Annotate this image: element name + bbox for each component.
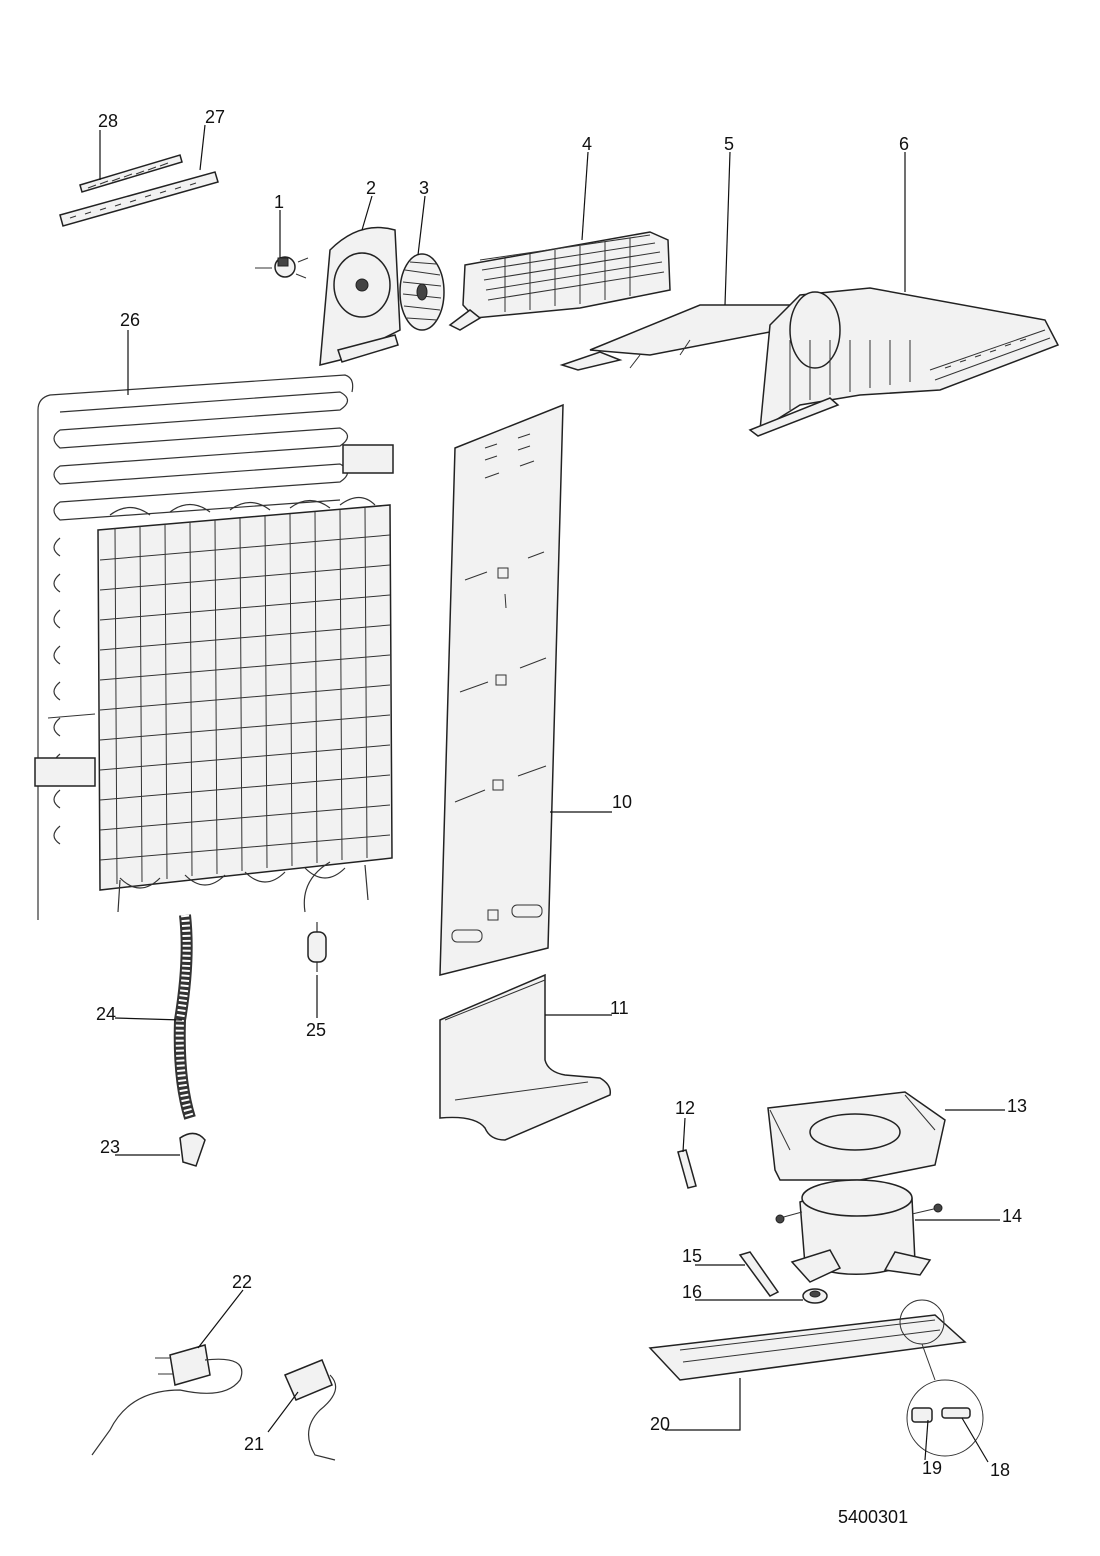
air-duct-tray-icon xyxy=(748,287,1060,437)
callout-10: 10 xyxy=(612,792,632,812)
callout-25: 25 xyxy=(306,1020,326,1040)
callout-6: 6 xyxy=(899,134,909,154)
compressor-icon xyxy=(775,1179,943,1283)
callout-12: 12 xyxy=(675,1098,695,1118)
drain-hose-icon xyxy=(173,914,196,1120)
leader-lines xyxy=(99,124,1005,1463)
callout-13: 13 xyxy=(1007,1096,1027,1116)
clip-icon xyxy=(738,1251,780,1297)
callout-14: 14 xyxy=(1002,1206,1022,1226)
back-panel-icon xyxy=(439,403,564,976)
callout-24: 24 xyxy=(96,1004,116,1024)
callout-1: 1 xyxy=(274,192,284,212)
pin-icon xyxy=(677,1149,697,1189)
drain-cap-icon xyxy=(179,1132,206,1167)
condenser-icon xyxy=(34,374,394,920)
fan-housing-icon xyxy=(319,226,401,366)
heater-strip-icon xyxy=(79,154,183,193)
callout-26: 26 xyxy=(120,310,140,330)
fan-blade-icon xyxy=(399,253,445,331)
callout-19: 19 xyxy=(922,1458,942,1478)
bushing-icon xyxy=(911,1407,933,1423)
callout-4: 4 xyxy=(582,134,592,154)
callout-labels: 1 2 3 4 5 6 10 11 12 13 14 15 16 18 19 2… xyxy=(96,107,1027,1527)
callout-2: 2 xyxy=(366,178,376,198)
callout-15: 15 xyxy=(682,1246,702,1266)
compressor-cover-icon xyxy=(439,973,612,1141)
callout-20: 20 xyxy=(650,1414,670,1434)
heater-rail-icon xyxy=(59,171,219,227)
filter-drier-icon xyxy=(307,922,327,972)
callout-27: 27 xyxy=(205,107,225,127)
callout-5: 5 xyxy=(724,134,734,154)
sleeve-icon xyxy=(941,1407,971,1419)
callout-21: 21 xyxy=(244,1434,264,1454)
evaporator-icon xyxy=(448,231,671,331)
detail-circle xyxy=(906,1343,984,1457)
capacitor-icon xyxy=(284,1359,337,1461)
callout-28: 28 xyxy=(98,111,118,131)
drawing-number: 5400301 xyxy=(838,1507,908,1527)
evaporator-cover-plate-icon xyxy=(559,304,792,371)
power-cord-icon xyxy=(91,1344,243,1456)
callout-3: 3 xyxy=(419,178,429,198)
callout-11: 11 xyxy=(610,998,629,1018)
callout-23: 23 xyxy=(100,1137,120,1157)
callout-22: 22 xyxy=(232,1272,252,1292)
compressor-base-plate-icon xyxy=(648,1299,967,1381)
drip-tray-icon xyxy=(767,1091,946,1181)
grommet-icon xyxy=(802,1288,828,1304)
callout-16: 16 xyxy=(682,1282,702,1302)
thermostat-sensor-icon xyxy=(255,256,309,279)
callout-18: 18 xyxy=(990,1460,1010,1480)
